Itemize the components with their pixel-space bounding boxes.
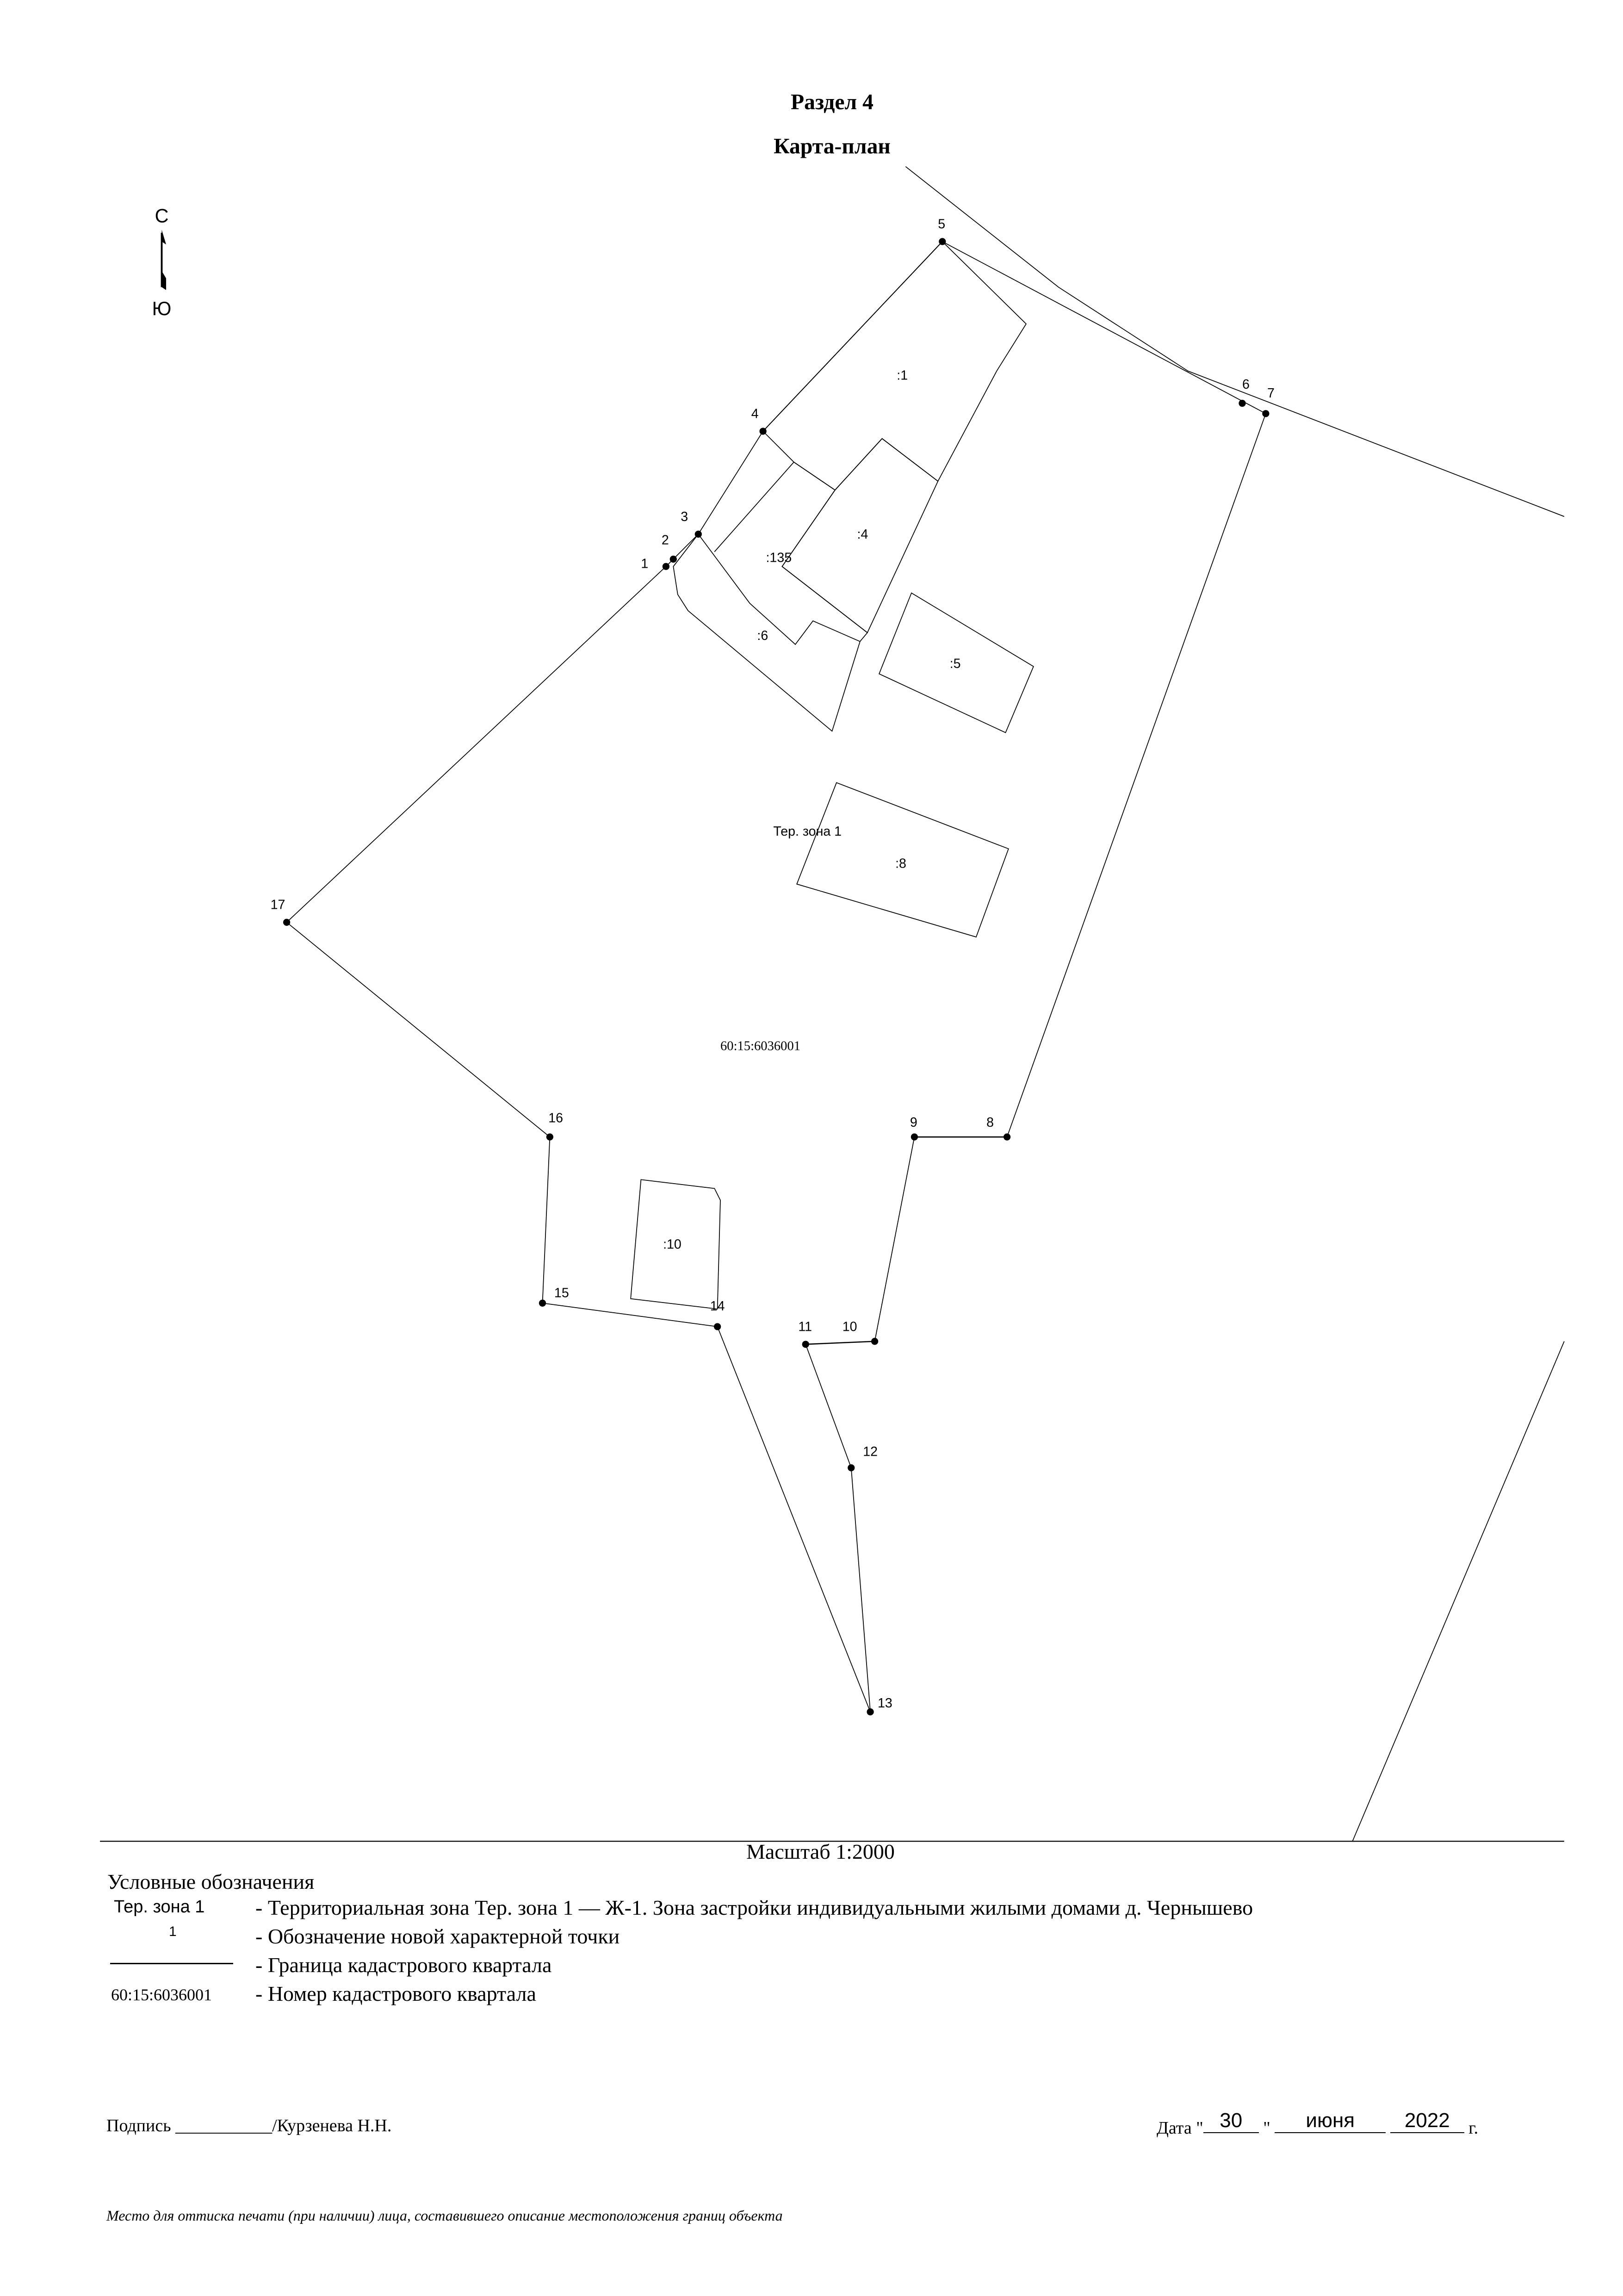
point-label: 12	[863, 1445, 878, 1459]
legend-text: - Номер кадастрового квартала	[255, 1982, 536, 2005]
legend-symbol-boundary-line	[110, 1963, 233, 1964]
section-heading: Раздел 4	[791, 90, 873, 114]
point-label: 15	[554, 1286, 569, 1301]
zone-label: Тер. зона 1	[773, 824, 842, 839]
point-label: 7	[1267, 386, 1275, 401]
page-title: Карта-план	[774, 134, 891, 158]
point-marker	[1239, 399, 1246, 407]
point-marker	[1262, 410, 1270, 417]
point-label: 11	[798, 1320, 812, 1334]
legend-text: - Обозначение новой характерной точки	[255, 1924, 620, 1948]
legend-text: - Территориальная зона Тер. зона 1 — Ж-1…	[255, 1896, 1253, 1919]
legend-symbol-quarter: 60:15:6036001	[111, 1986, 212, 2004]
signature-blank: ___________	[175, 2116, 273, 2135]
point-label: 5	[938, 217, 945, 231]
point-label: 6	[1242, 377, 1250, 392]
point-label: 16	[548, 1111, 563, 1125]
parcel-label: :10	[663, 1237, 681, 1252]
date-label: Дата	[1157, 2118, 1192, 2138]
point-marker	[662, 563, 670, 570]
legend-symbol-point: 1	[169, 1924, 177, 1939]
parcel-label: :8	[895, 856, 906, 871]
quarter-line	[1352, 1341, 1565, 1842]
legend-text: - Граница кадастрового квартала	[255, 1953, 552, 1977]
scale-label: Масштаб 1:2000	[746, 1840, 895, 1863]
legend-title: Условные обозначения	[107, 1870, 315, 1893]
point-marker	[714, 1323, 721, 1330]
point-marker	[1003, 1133, 1011, 1141]
stamp-note: Место для оттиска печати (при наличии) л…	[106, 2207, 783, 2224]
point-label: 14	[710, 1299, 725, 1314]
point-marker	[911, 1133, 918, 1141]
point-label: 8	[986, 1115, 994, 1130]
legend-symbol-zone: Тер. зона 1	[114, 1897, 205, 1917]
point-marker	[669, 555, 677, 563]
parcel-label: :6	[757, 628, 768, 643]
point-marker	[546, 1133, 554, 1141]
parcel-label: :135	[766, 551, 792, 565]
point-marker	[867, 1708, 874, 1716]
north-label: С	[155, 205, 169, 227]
point-label: 3	[681, 509, 688, 524]
signature-name: /Курзенева Н.Н.	[272, 2116, 392, 2135]
point-label: 1	[641, 556, 648, 571]
date-block: Дата "30 " июня 2022 г.	[1157, 2109, 1479, 2138]
point-marker	[848, 1464, 855, 1471]
point-label: 4	[751, 406, 759, 421]
quarter-number-label: 60:15:6036001	[720, 1039, 800, 1054]
parcel-1	[762, 241, 1027, 491]
south-label: Ю	[152, 298, 172, 319]
point-marker	[539, 1299, 546, 1307]
zone-boundary	[286, 241, 1266, 1712]
parcel-label: :4	[857, 527, 868, 542]
date-month: июня	[1275, 2109, 1386, 2133]
signature-label: Подпись	[106, 2116, 171, 2135]
date-day: 30	[1203, 2109, 1259, 2133]
parcel-label: :5	[950, 657, 961, 671]
date-suffix: г.	[1468, 2118, 1479, 2138]
point-marker	[694, 530, 702, 538]
parcel-6	[673, 533, 861, 732]
point-label: 9	[910, 1115, 917, 1130]
point-label: 13	[878, 1696, 892, 1711]
date-year: 2022	[1390, 2109, 1464, 2133]
north-arrow-icon: С Ю	[152, 205, 172, 319]
point-marker	[871, 1338, 879, 1345]
signature-block: Подпись ___________/Курзенева Н.Н.	[106, 2116, 391, 2136]
point-marker	[283, 918, 291, 926]
parcels	[630, 241, 1034, 1309]
parcel-8	[796, 782, 1009, 938]
parcel-135	[714, 461, 868, 642]
parcel-5	[879, 592, 1034, 733]
parcel-label: :1	[897, 368, 908, 383]
point-marker	[939, 238, 946, 245]
point-label: 17	[271, 898, 285, 912]
point-marker	[802, 1340, 809, 1348]
point-label: 10	[842, 1320, 857, 1334]
parcel-10	[630, 1179, 721, 1309]
point-label: 2	[662, 533, 669, 548]
road-line	[905, 166, 1565, 517]
point-marker	[759, 428, 767, 435]
